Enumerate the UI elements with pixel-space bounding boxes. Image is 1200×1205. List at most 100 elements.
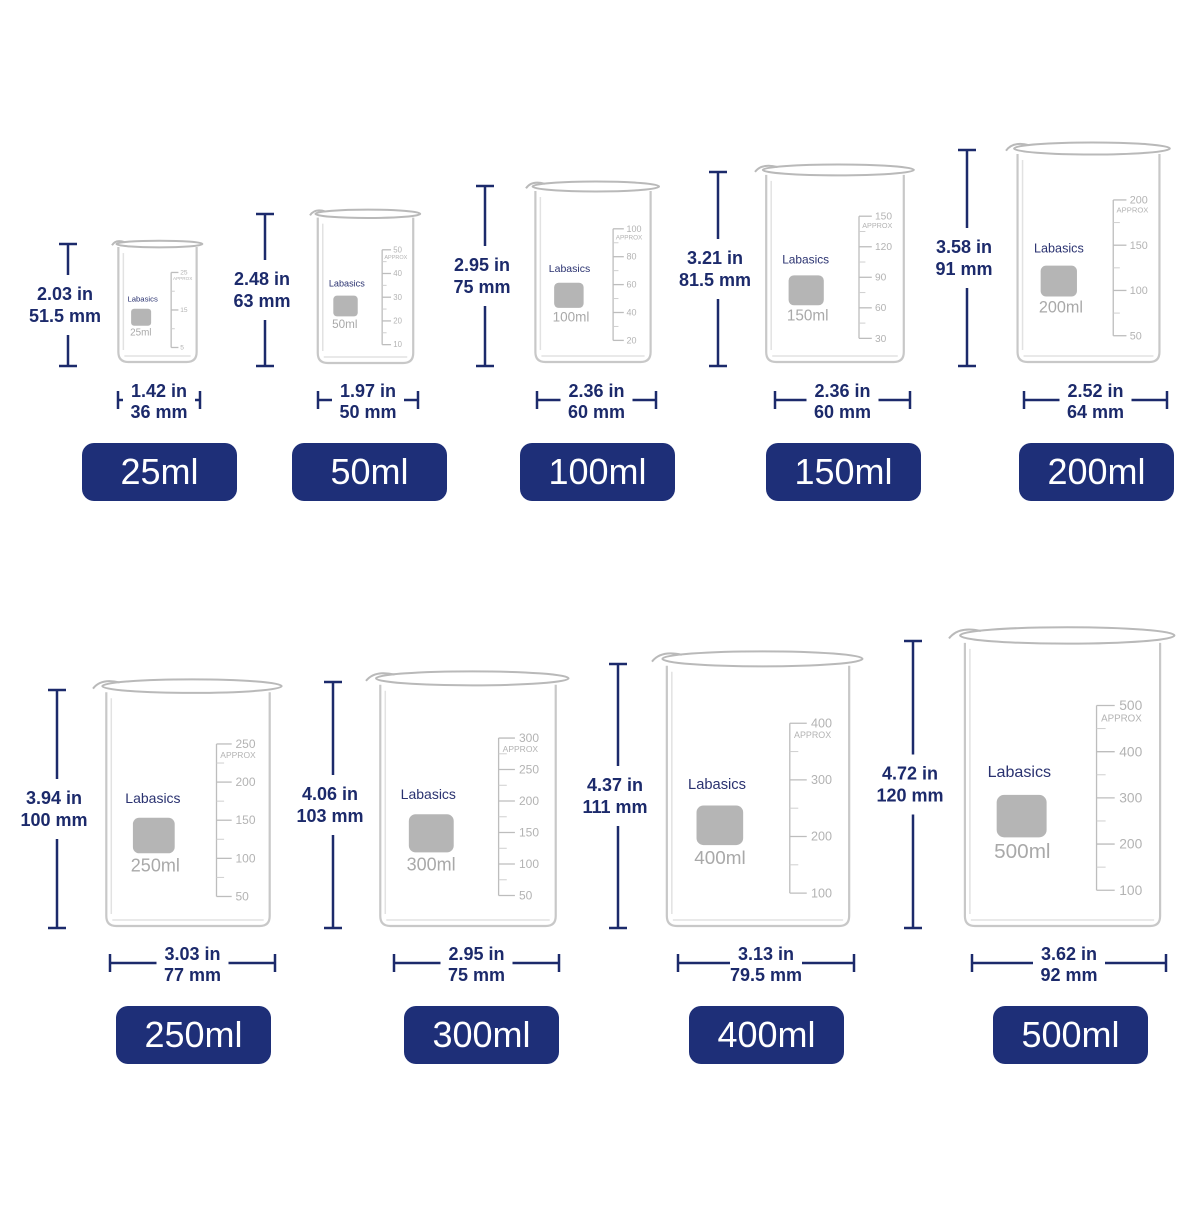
graduation-label: 30: [875, 334, 887, 345]
brand-label: Labasics: [1034, 242, 1084, 256]
graduation-label: 300: [811, 773, 832, 787]
graduation-label: 20: [627, 335, 637, 345]
graduation-label: 250: [236, 737, 256, 751]
badge-25ml: 25ml: [82, 443, 237, 501]
capacity-marking: 50ml: [332, 318, 357, 331]
beaker-rim: [101, 678, 283, 694]
beaker-body: [117, 247, 198, 364]
brand-label: Labasics: [127, 295, 157, 304]
graduation-label: 90: [875, 273, 887, 284]
graduation-label: 400: [1119, 744, 1142, 759]
graduation-label: 15: [180, 307, 188, 314]
diameter-mm: 50 mm: [339, 402, 396, 422]
graduation-label: 100: [627, 224, 642, 234]
diameter-inches: 3.03 in: [164, 944, 220, 964]
diameter-inches: 1.42 in: [131, 381, 187, 401]
height-mm: 91 mm: [935, 259, 992, 279]
height-mm: 75 mm: [453, 277, 510, 297]
height-inches: 3.21 in: [687, 248, 743, 268]
pouring-spout: [365, 672, 395, 682]
graduation-label: 150: [236, 813, 256, 827]
height-inches: 4.72 in: [882, 764, 938, 784]
graduation-label: 150: [519, 826, 539, 840]
diameter-inches: 2.36 in: [814, 381, 870, 401]
graduation-label: 50: [519, 889, 533, 903]
graduation-label: 5: [180, 345, 184, 352]
writing-patch: [554, 282, 584, 308]
writing-patch: [1040, 265, 1077, 297]
height-inches: 2.48 in: [234, 269, 290, 289]
diameter-mm: 60 mm: [814, 402, 871, 422]
badge-200ml: 200ml: [1019, 443, 1174, 501]
graduation-label: 10: [393, 340, 402, 349]
graduation-label: 20: [393, 317, 402, 326]
beaker-rim: [314, 208, 422, 220]
writing-patch: [788, 275, 824, 306]
diameter-mm: 79.5 mm: [730, 965, 802, 985]
approx-label: APPROX: [616, 234, 643, 241]
beaker-rim: [531, 180, 661, 193]
graduation-label: 100: [519, 857, 539, 871]
height-inches: 2.95 in: [454, 255, 510, 275]
beaker-rim: [115, 239, 204, 249]
brand-label: Labasics: [549, 263, 590, 275]
approx-label: APPROX: [1117, 206, 1149, 215]
capacity-marking: 250ml: [131, 855, 180, 875]
approx-label: APPROX: [220, 750, 256, 760]
diameter-inches: 2.95 in: [448, 944, 504, 964]
graduation-label: 80: [627, 252, 637, 262]
writing-patch: [132, 817, 175, 854]
beaker-body: [105, 692, 271, 928]
graduation-label: 200: [1130, 195, 1148, 207]
approx-label: APPROX: [1101, 714, 1142, 725]
badge-500ml: 500ml: [993, 1006, 1148, 1064]
graduation-label: 50: [236, 889, 250, 903]
pouring-spout: [948, 628, 981, 640]
beaker-rim: [1013, 141, 1171, 156]
capacity-marking: 400ml: [694, 848, 745, 869]
graduation-label: 25: [180, 270, 188, 277]
diameter-mm: 77 mm: [164, 965, 221, 985]
graduation-label: 250: [519, 763, 539, 777]
capacity-marking: 500ml: [994, 840, 1050, 863]
graduation-label: 60: [875, 303, 887, 314]
graduation-label: 50: [1130, 330, 1142, 342]
pouring-spout: [92, 680, 120, 690]
diameter-mm: 92 mm: [1040, 965, 1097, 985]
writing-patch: [408, 814, 454, 853]
graduation-label: 150: [875, 212, 892, 223]
height-inches: 4.37 in: [587, 775, 643, 795]
beaker-rim: [761, 163, 915, 177]
beaker-body: [534, 191, 652, 364]
height-inches: 3.94 in: [26, 788, 82, 808]
beaker-rim: [959, 626, 1176, 645]
beaker-body: [316, 217, 415, 365]
capacity-marking: 150ml: [787, 308, 829, 325]
beaker-body: [1016, 153, 1161, 364]
brand-label: Labasics: [688, 777, 746, 793]
badge-300ml: 300ml: [404, 1006, 559, 1064]
beaker-body: [963, 642, 1162, 928]
brand-label: Labasics: [401, 786, 456, 802]
